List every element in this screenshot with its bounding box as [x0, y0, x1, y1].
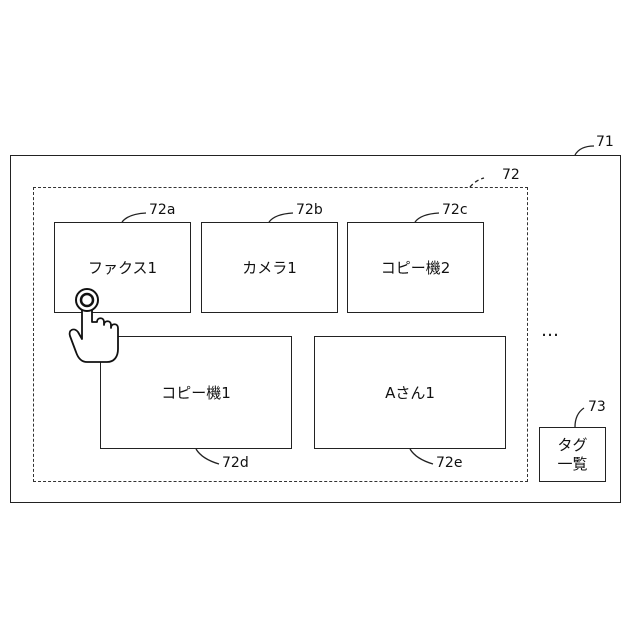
leader-line-tile-copier-1	[196, 449, 219, 464]
leader-line-tile-group	[470, 178, 484, 187]
leader-line-screen	[575, 146, 594, 155]
leader-line-tile-person-a	[410, 449, 433, 464]
touch-indicator-icon	[76, 289, 98, 311]
leader-line-tag-list	[575, 408, 584, 427]
leader-line-tile-copier-2	[415, 213, 439, 222]
leader-line-tile-camera	[269, 213, 293, 222]
leader-line-tile-fax	[122, 213, 146, 222]
